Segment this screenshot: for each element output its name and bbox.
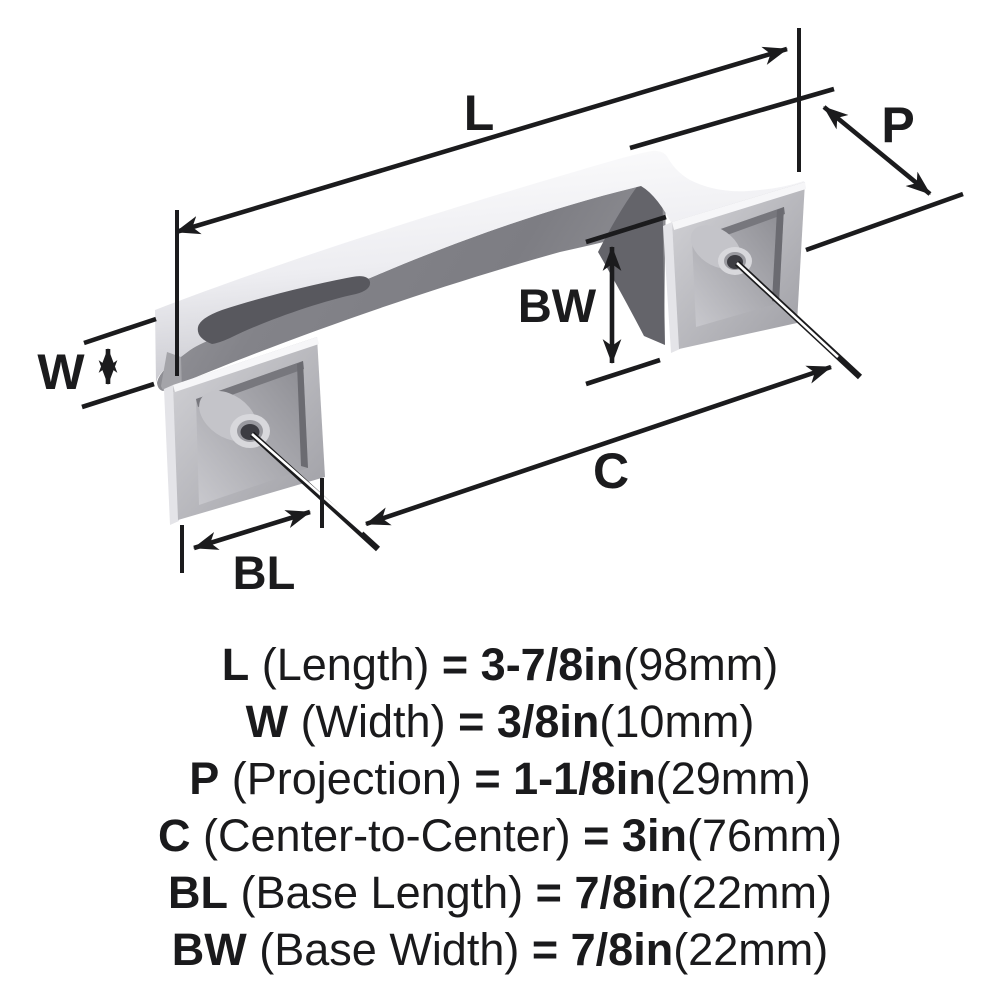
base-width-label: BW [518, 279, 597, 332]
legend-abbr: C [158, 810, 191, 861]
handle-opening [197, 276, 371, 344]
left-plate-recess-shadow-side [297, 361, 308, 468]
width-label: W [37, 344, 85, 400]
right-screw-axis [736, 262, 839, 358]
projection-baseline-top [629, 86, 835, 151]
left-base-plate [164, 337, 325, 525]
legend-value: = 7/8in [535, 867, 677, 918]
projection-label: P [881, 97, 914, 153]
legend-name: (Base Length) [227, 867, 536, 918]
dimension-annotations: L P BW W C BL [37, 28, 964, 599]
legend-metric: (10mm) [599, 696, 755, 747]
dimension-legend: L (Length) = 3-7/8in(98mm) W (Width) = 3… [0, 636, 1000, 978]
base-width-baseline-bottom [585, 357, 661, 387]
legend-name: (Projection) [219, 753, 475, 804]
left-screw-axis [251, 433, 364, 533]
left-plate-top-strip [173, 337, 319, 392]
legend-metric: (76mm) [686, 810, 842, 861]
base-length-label: BL [233, 546, 296, 599]
legend-value: = 3-7/8in [441, 639, 624, 690]
legend-abbr: BL [167, 867, 228, 918]
left-plate-side-edge [164, 385, 179, 525]
legend-value: = 7/8in [531, 924, 674, 975]
projection-baseline-bottom [805, 191, 964, 253]
legend-metric: (22mm) [673, 924, 829, 975]
legend-abbr: BW [171, 924, 247, 975]
legend-row-length: L (Length) = 3-7/8in(98mm) [0, 636, 1000, 693]
legend-row-projection: P (Projection) = 1-1/8in(29mm) [0, 750, 1000, 807]
handle-front-face [157, 182, 666, 391]
legend-value: = 3in [583, 810, 687, 861]
center-label: C [593, 443, 629, 499]
width-baseline-top [83, 316, 157, 346]
legend-name: (Base Width) [246, 924, 532, 975]
legend-metric: (22mm) [677, 867, 832, 918]
width-baseline-bottom [81, 381, 155, 410]
right-plate-side-edge [663, 222, 680, 353]
legend-metric: (29mm) [655, 753, 811, 804]
legend-abbr: P [189, 753, 220, 804]
length-dimension-line [175, 46, 788, 235]
base-width-baseline-top [585, 214, 667, 245]
screw-axis-lines [249, 260, 863, 552]
legend-abbr: L [221, 639, 250, 690]
legend-value: = 3/8in [458, 696, 600, 747]
legend-abbr: W [245, 696, 289, 747]
legend-name: (Length) [249, 639, 442, 690]
legend-row-base-width: BW (Base Width) = 7/8in(22mm) [0, 921, 1000, 978]
legend-row-width: W (Width) = 3/8in(10mm) [0, 693, 1000, 750]
center-dimension-line [365, 364, 832, 527]
base-length-dimension-line [193, 509, 311, 551]
legend-name: (Center-to-Center) [190, 810, 584, 861]
legend-row-base-length: BL (Base Length) = 7/8in(22mm) [0, 864, 1000, 921]
legend-row-center: C (Center-to-Center) = 3in(76mm) [0, 807, 1000, 864]
legend-name: (Width) [288, 696, 459, 747]
handle-top-face [155, 150, 806, 383]
projection-dimension-line [822, 105, 932, 196]
legend-metric: (98mm) [623, 639, 779, 690]
legend-value: = 1-1/8in [474, 753, 656, 804]
handle-illustration [155, 150, 806, 392]
length-label: L [464, 85, 495, 141]
